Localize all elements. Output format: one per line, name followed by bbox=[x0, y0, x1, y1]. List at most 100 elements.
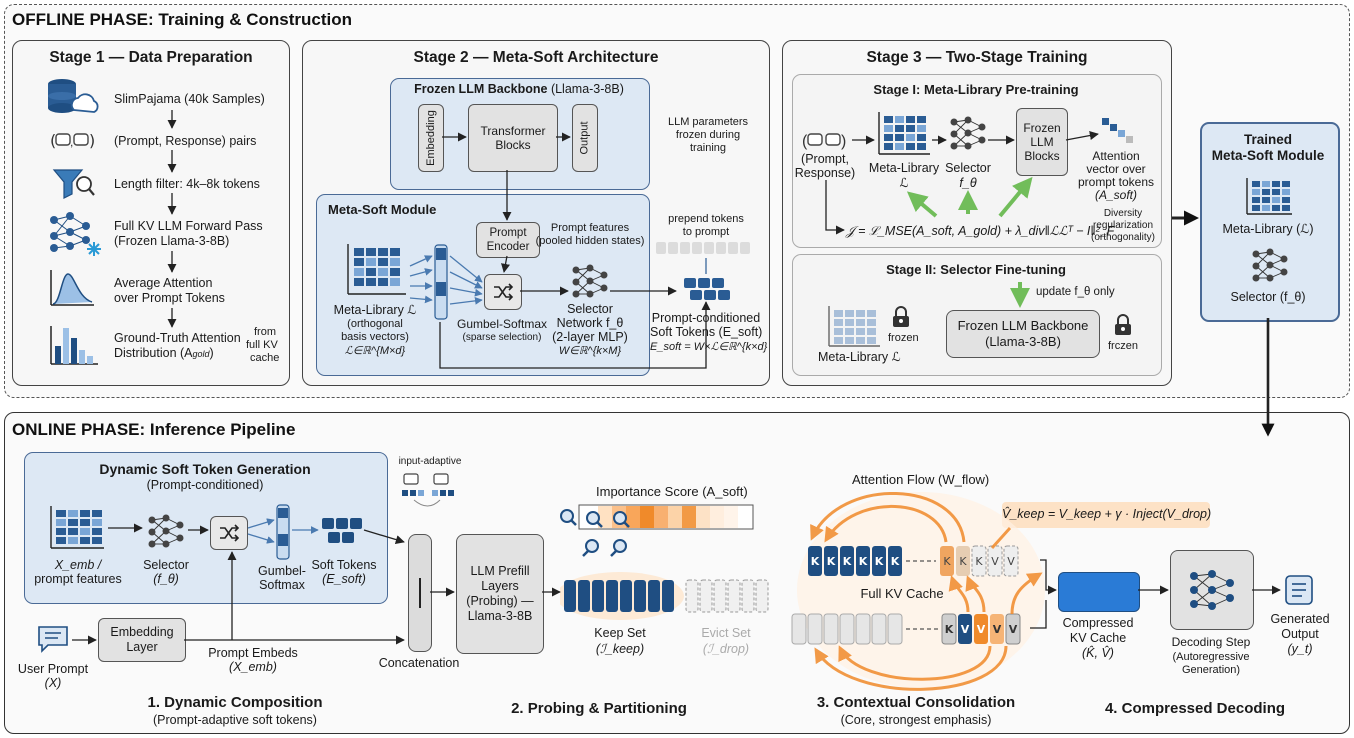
generated-label-2: Output bbox=[1281, 627, 1319, 641]
meta-library-shape: ℒ∈ℝ^{M×d} bbox=[344, 345, 406, 357]
output-block: Output bbox=[572, 104, 598, 172]
selector-network-icon bbox=[572, 264, 608, 298]
decoding-label-3: Generation) bbox=[1181, 664, 1241, 676]
chat-bubbles-icon: ( , ) bbox=[50, 131, 95, 150]
neural-network-snowflake-icon bbox=[50, 212, 101, 256]
lock-icon bbox=[893, 306, 909, 327]
histogram-icon bbox=[50, 326, 98, 365]
meta-library-sub-2: basis vectors) bbox=[341, 331, 409, 343]
compressed-kv-label-1: Compressed bbox=[1062, 616, 1134, 630]
online-selector-label-2: (f_θ) bbox=[153, 572, 179, 586]
svg-text:(: ( bbox=[802, 133, 808, 150]
generated-label-1: Generated bbox=[1270, 612, 1330, 626]
soft-tokens-label-2: Soft Tokens (E_soft) bbox=[650, 325, 763, 339]
svg-text:K: K bbox=[843, 555, 852, 568]
online-soft-tokens-icon bbox=[322, 518, 362, 543]
frozen-backbone-title: Frozen LLM Backbone (Llama-3-8B) bbox=[414, 82, 624, 96]
stage-i-selector-icon bbox=[950, 116, 986, 150]
keep-set-label-2: (ℐ_keep) bbox=[595, 642, 645, 656]
stage-ii-meta-library-label: Meta-Library ℒ bbox=[818, 350, 901, 364]
step-1-sublabel: (Prompt-adaptive soft tokens) bbox=[153, 713, 317, 727]
stage1-step-pairs: (Prompt, Response) pairs bbox=[114, 134, 257, 148]
svg-text:K: K bbox=[945, 623, 954, 636]
user-prompt-icon bbox=[38, 626, 68, 653]
prompt-features-label-2: (pooled hidden states) bbox=[535, 235, 645, 247]
decoding-label-2: (Autoregressive bbox=[1172, 651, 1250, 663]
svg-text:K: K bbox=[943, 555, 951, 568]
frozen-note-3: training bbox=[689, 142, 727, 154]
input-adaptive-icon bbox=[402, 473, 454, 507]
prompt-embeds-label-2: (X_emb) bbox=[229, 660, 277, 674]
gumbel-label-2: (sparse selection) bbox=[462, 332, 542, 343]
svg-text:V: V bbox=[1007, 555, 1015, 568]
magnifier-icons bbox=[560, 509, 630, 557]
frozen-label-2: frczen bbox=[1108, 340, 1138, 352]
svg-text:): ) bbox=[841, 133, 846, 150]
online-selection-vector-icon bbox=[276, 504, 290, 560]
concatenation-bar bbox=[408, 534, 432, 652]
attention-vector-label-1: Attention bbox=[1092, 149, 1140, 163]
concatenation-label: Concatenation bbox=[378, 656, 460, 670]
stage1-step-ground-truth: Ground-Truth Attention bbox=[114, 331, 241, 345]
evict-set-label-2: (ℐ_drop) bbox=[702, 642, 750, 656]
stage-i-prompt-label-1: (Prompt, bbox=[801, 152, 849, 166]
frozen-note-1: LLM parameters bbox=[667, 116, 749, 128]
stage1-step-forward-pass: Full KV LLM Forward Pass bbox=[114, 219, 263, 233]
online-gumbel-label-2: Softmax bbox=[259, 578, 305, 592]
stage1-side-note-2: full KV bbox=[246, 339, 278, 351]
online-phase-title: ONLINE PHASE: Inference Pipeline bbox=[12, 420, 296, 439]
attention-flow-label: Attention Flow (W_flow) bbox=[852, 472, 990, 487]
svg-text:K: K bbox=[875, 555, 884, 568]
compressed-kv-label-2: KV Cache bbox=[1069, 631, 1127, 645]
decoding-label-1: Decoding Step bbox=[1171, 635, 1251, 649]
diversity-label-3: (orthogonality) bbox=[1091, 232, 1155, 243]
stage-i-meta-library-icon bbox=[878, 112, 930, 155]
step-3-sublabel: (Core, strongest emphasis) bbox=[840, 713, 992, 727]
stage-ii-title: Stage II: Selector Fine-tuning bbox=[886, 262, 1066, 277]
prepend-label-2: to prompt bbox=[682, 226, 730, 238]
k-letter: K bbox=[811, 555, 820, 568]
step-4-label: 4. Compressed Decoding bbox=[1104, 700, 1286, 717]
filter-funnel-icon bbox=[52, 169, 95, 199]
meta-library-matrix-icon bbox=[347, 244, 406, 295]
stage-i-selector-symbol: f_θ bbox=[959, 176, 977, 190]
soft-tokens-formula: E_soft = W×ℒ∈ℝ^{k×d} bbox=[650, 341, 768, 353]
selector-label-4: W∈ℝ^{k×M} bbox=[558, 345, 622, 357]
attention-vector-icon bbox=[1102, 118, 1133, 143]
x-emb-label-1: X_emb / bbox=[54, 558, 102, 572]
importance-score-bar bbox=[578, 504, 754, 530]
diversity-label-1: Diversity bbox=[1103, 208, 1143, 219]
selector-label-2: Network f_θ bbox=[556, 316, 624, 330]
prompt-embeds-label-1: Prompt Embeds bbox=[208, 646, 298, 660]
consolidation-formula: V̂_keep = V_keep + γ · Inject(V_drop) bbox=[1002, 507, 1212, 521]
stage1-step-avg-attention: Average Attention bbox=[114, 276, 213, 290]
online-shuffle-icon bbox=[220, 524, 240, 542]
lock-icon-2 bbox=[1115, 314, 1131, 335]
trained-meta-library-label: Meta-Library (ℒ) bbox=[1222, 222, 1314, 236]
trained-selector-icon bbox=[1252, 248, 1288, 282]
dynamic-subtitle: (Prompt-conditioned) bbox=[146, 478, 264, 492]
stage1-step-avg-attention-2: over Prompt Tokens bbox=[114, 291, 225, 305]
formula-box bbox=[1002, 502, 1210, 528]
attention-vector-label-4: (A_soft) bbox=[1094, 188, 1137, 202]
gumbel-label-1: Gumbel-Softmax bbox=[456, 317, 548, 331]
trained-module-panel bbox=[1200, 122, 1340, 322]
stage-ii-meta-library-icon bbox=[828, 306, 880, 347]
attention-vector-label-2: vector over bbox=[1086, 162, 1146, 176]
stage-i-meta-library-label: Meta-Library bbox=[868, 161, 940, 175]
svg-text:(: ( bbox=[50, 131, 56, 150]
svg-text:): ) bbox=[89, 131, 95, 150]
svg-text:,: , bbox=[70, 135, 73, 149]
step-2-label: 2. Probing & Partitioning bbox=[511, 700, 687, 717]
compressed-kv-block bbox=[1058, 572, 1140, 612]
attention-distribution-icon bbox=[50, 270, 94, 306]
trained-selector-label: Selector (f_θ) bbox=[1230, 290, 1306, 304]
stage-i-prompt-label-2: Response) bbox=[794, 166, 856, 180]
generated-label-3: (y_t) bbox=[1287, 642, 1313, 656]
